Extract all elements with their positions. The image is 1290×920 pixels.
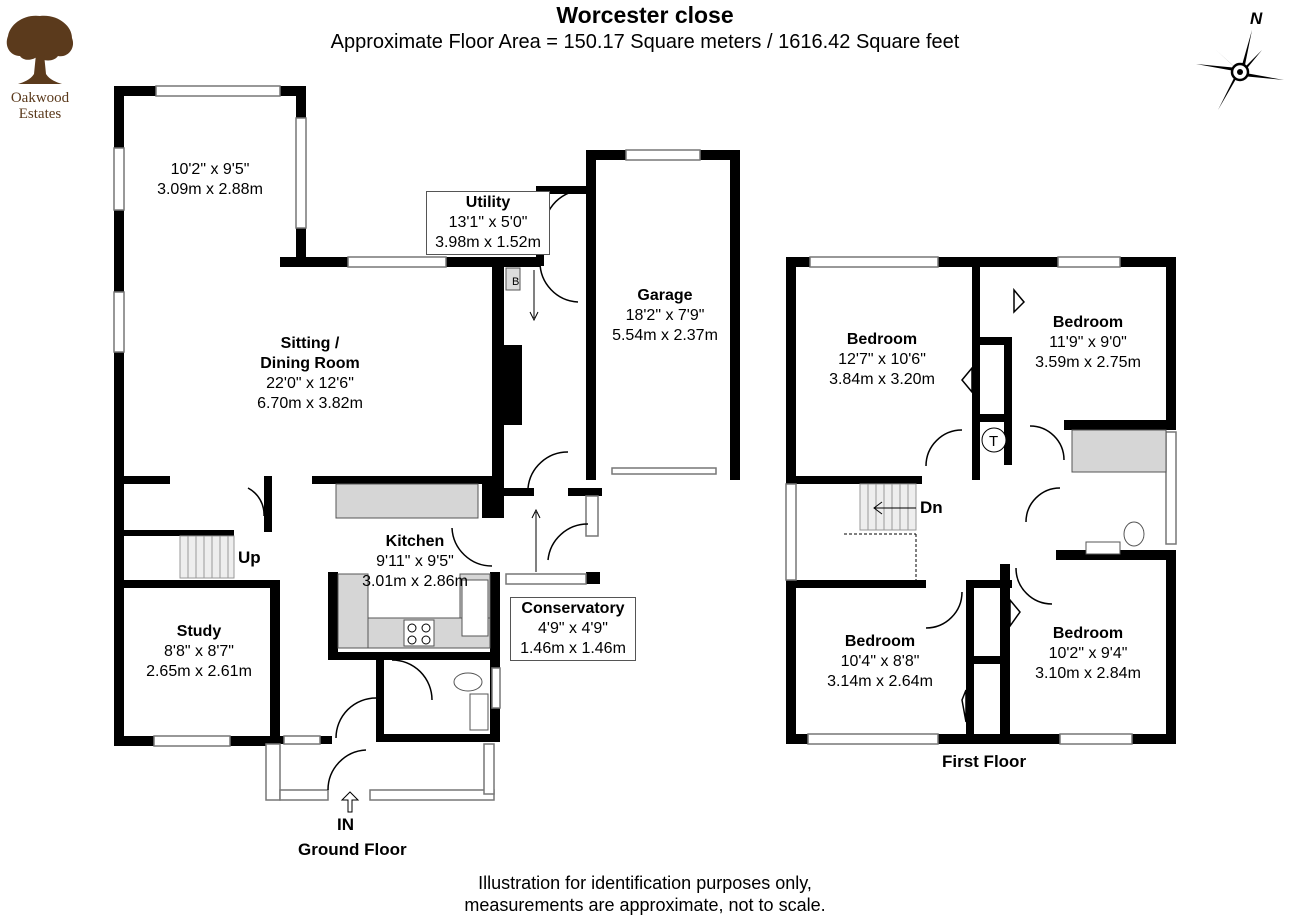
first-floor-fittings: T <box>844 427 1167 580</box>
first-floor-doors <box>925 287 1065 723</box>
study-label: Study 8'8" x 8'7" 2.65m x 2.61m <box>134 622 264 682</box>
kitchen-imperial: 9'11" x 9'5" <box>376 553 454 570</box>
stairs-up-label: Up <box>238 548 261 567</box>
bedroom-2-name: Bedroom <box>1052 314 1124 331</box>
bedroom-3-label: Bedroom 10'4" x 8'8" 3.14m x 2.64m <box>812 632 948 692</box>
oak-tree-icon <box>6 15 74 84</box>
kitchen-name: Kitchen <box>385 533 445 550</box>
floor-area-subtitle: Approximate Floor Area = 150.17 Square m… <box>330 31 960 53</box>
bedroom-4-name: Bedroom <box>1052 625 1124 642</box>
bedroom-3-imperial: 10'4" x 8'8" <box>840 653 920 670</box>
bedroom-2-label: Bedroom 11'9" x 9'0" 3.59m x 2.75m <box>1020 313 1156 373</box>
bedroom-2-metric: 3.59m x 2.75m <box>1035 354 1141 371</box>
conservatory-name: Conservatory <box>521 600 625 617</box>
kitchen-metric: 3.01m x 2.86m <box>362 573 468 590</box>
boiler-label: B <box>512 276 519 288</box>
bedroom-2-imperial: 11'9" x 9'0" <box>1049 334 1127 351</box>
compass-north-label: N <box>1250 9 1263 28</box>
ground-floor-windows <box>113 85 717 801</box>
utility-imperial: 13'1" x 5'0" <box>448 214 528 231</box>
bedroom-1-metric: 3.84m x 3.20m <box>829 371 935 388</box>
ground-floor-doors <box>247 189 589 791</box>
study-imperial: 8'8" x 8'7" <box>164 643 234 660</box>
front-room-imperial: 10'2" x 9'5" <box>170 161 250 178</box>
disclaimer: Illustration for identification purposes… <box>0 872 1290 916</box>
garage-imperial: 18'2" x 7'9" <box>625 307 705 324</box>
compass-rose-icon: N <box>1196 9 1284 110</box>
sitting-room-name-2: Dining Room <box>260 355 360 372</box>
garage-name: Garage <box>637 287 693 304</box>
conservatory-metric: 1.46m x 1.46m <box>520 640 626 657</box>
bedroom-1-name: Bedroom <box>846 331 918 348</box>
sitting-room-imperial: 22'0" x 12'6" <box>266 375 354 392</box>
first-floor-title: First Floor <box>942 752 1027 771</box>
oakwood-logo: Oakwood Estates <box>0 10 80 122</box>
utility-label: Utility 13'1" x 5'0" 3.98m x 1.52m <box>426 191 550 255</box>
kitchen-label: Kitchen 9'11" x 9'5" 3.01m x 2.86m <box>350 532 480 592</box>
front-room-metric: 3.09m x 2.88m <box>157 181 263 198</box>
plan-title: Worcester close <box>556 2 734 28</box>
study-metric: 2.65m x 2.61m <box>146 663 252 680</box>
garage-label: Garage 18'2" x 7'9" 5.54m x 2.37m <box>600 286 730 346</box>
bedroom-1-imperial: 12'7" x 10'6" <box>838 351 926 368</box>
disclaimer-line-2: measurements are approximate, not to sca… <box>464 895 826 915</box>
conservatory-label: Conservatory 4'9" x 4'9" 1.46m x 1.46m <box>510 597 636 661</box>
bedroom-3-metric: 3.14m x 2.64m <box>827 673 933 690</box>
logo-text-estates: Estates <box>18 106 62 122</box>
logo-text-oakwood: Oakwood <box>10 90 70 106</box>
sitting-room-metric: 6.70m x 3.82m <box>257 395 363 412</box>
bedroom-4-metric: 3.10m x 2.84m <box>1035 665 1141 682</box>
water-tank-label: T <box>989 433 998 450</box>
sitting-room-name: Sitting / <box>280 335 340 352</box>
bedroom-3-name: Bedroom <box>844 633 916 650</box>
sitting-room-label: Sitting / Dining Room 22'0" x 12'6" 6.70… <box>230 334 390 414</box>
ground-floor-title: Ground Floor <box>298 840 407 859</box>
ground-floor-fittings: B <box>179 267 541 813</box>
entrance-label: IN <box>337 815 354 834</box>
bedroom-4-imperial: 10'2" x 9'4" <box>1048 645 1128 662</box>
utility-name: Utility <box>465 194 511 211</box>
disclaimer-line-1: Illustration for identification purposes… <box>478 873 812 893</box>
front-room-label: 10'2" x 9'5" 3.09m x 2.88m <box>140 160 280 200</box>
bedroom-1-label: Bedroom 12'7" x 10'6" 3.84m x 3.20m <box>812 330 952 390</box>
study-name: Study <box>176 623 222 640</box>
first-floor-windows <box>785 256 1177 745</box>
garage-metric: 5.54m x 2.37m <box>612 327 718 344</box>
conservatory-imperial: 4'9" x 4'9" <box>538 620 608 637</box>
bedroom-4-label: Bedroom 10'2" x 9'4" 3.10m x 2.84m <box>1020 624 1156 684</box>
utility-metric: 3.98m x 1.52m <box>435 234 541 251</box>
stairs-down-label: Dn <box>920 498 943 517</box>
